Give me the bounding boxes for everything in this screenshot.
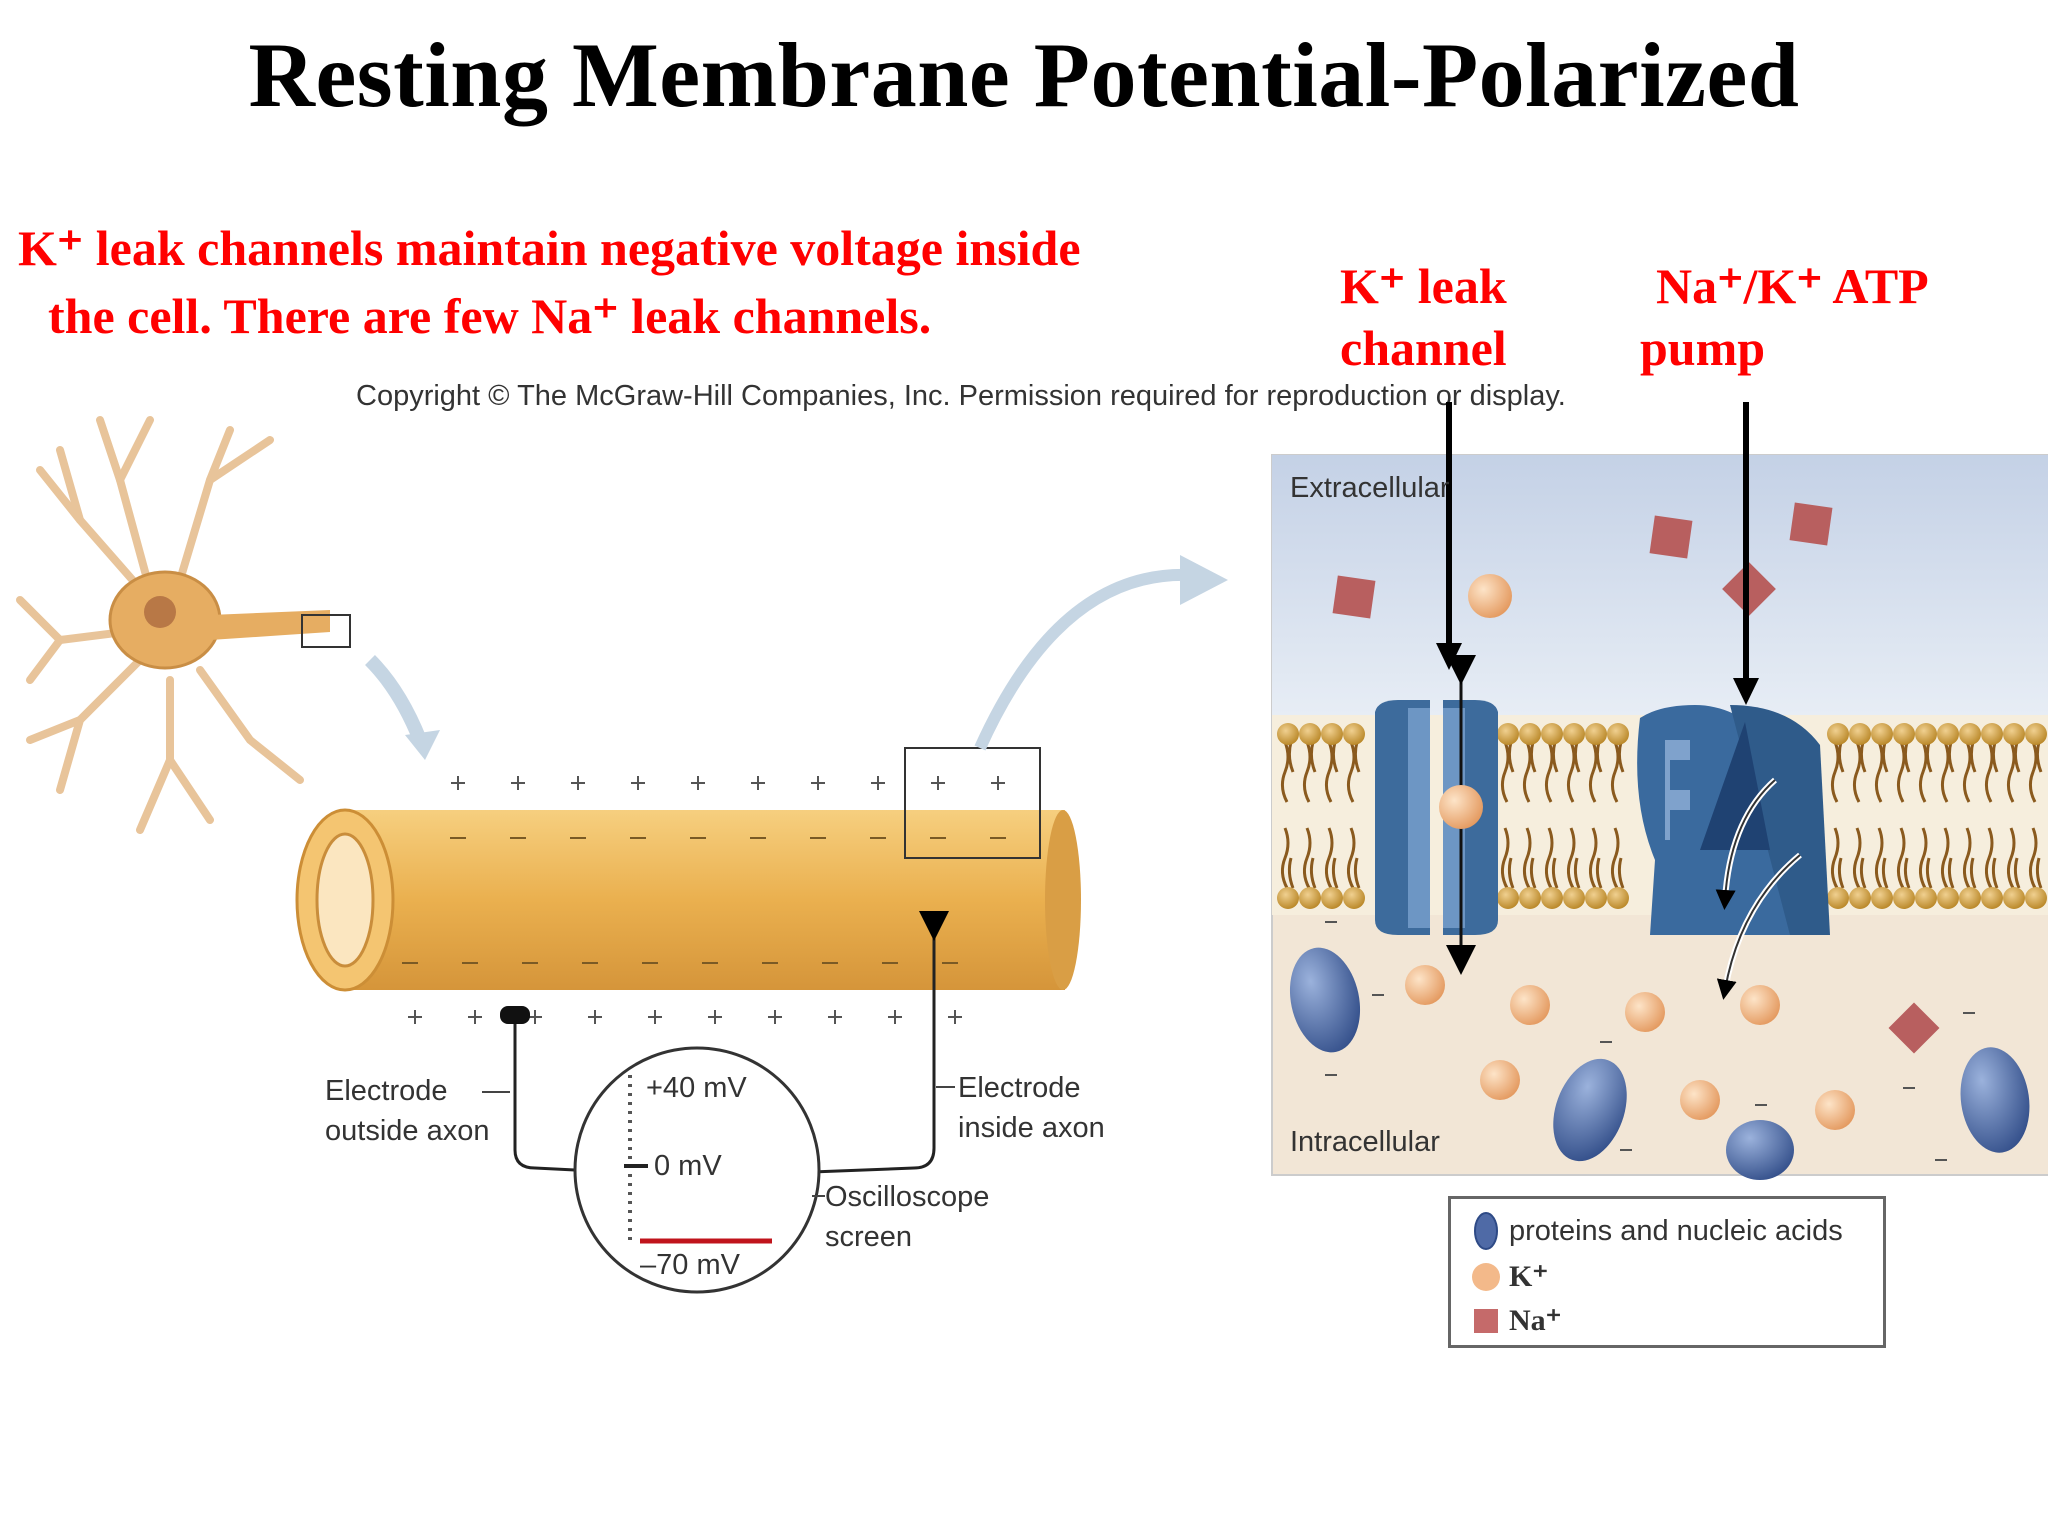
phospholipid	[1277, 723, 1299, 909]
pump-label: Na⁺/K⁺ ATP pump	[1640, 255, 1929, 379]
zoom-arrow-1	[364, 655, 427, 743]
axon-segment	[295, 555, 1228, 992]
oscilloscope-label: Oscilloscope screen	[825, 1177, 989, 1257]
positive-charge	[708, 1010, 722, 1024]
outside-electrode-tip	[500, 1006, 530, 1024]
intro-line-2: the cell. There are few Na⁺ leak channel…	[48, 288, 932, 344]
legend-proteins-text: proteins and nucleic acids	[1509, 1214, 1843, 1247]
copyright-notice: Copyright © The McGraw-Hill Companies, I…	[356, 380, 1566, 412]
electrode-outside-line-1: Electrode	[325, 1075, 448, 1107]
positive-charge	[648, 1010, 662, 1024]
oscilloscope-screen	[573, 1046, 821, 1294]
phospholipid	[1937, 723, 1959, 909]
positive-charge	[828, 1010, 842, 1024]
intracellular-label: Intracellular	[1290, 1126, 1440, 1158]
top-positive-charges	[451, 776, 1005, 790]
pump-label-line-1: Na⁺/K⁺ ATP	[1656, 258, 1929, 314]
positive-charge	[811, 776, 825, 790]
positive-charge	[511, 776, 525, 790]
page-title: Resting Membrane Potential-Polarized	[248, 24, 1800, 126]
zoom-arrow-2	[974, 568, 1191, 751]
na-k-atp-pump	[1637, 705, 1830, 1000]
legend-na-text: Na⁺	[1509, 1304, 1562, 1337]
legend-proteins: proteins and nucleic acids	[1471, 1211, 1843, 1251]
k-ion-swatch	[1472, 1262, 1500, 1291]
neuron-illustration	[16, 416, 440, 834]
phospholipid	[1343, 723, 1365, 909]
phospholipid	[1849, 723, 1871, 909]
intracellular-contents	[1289, 921, 2030, 1180]
lipid-bilayer	[1277, 723, 2047, 909]
electrode-inside-line-2: inside axon	[958, 1112, 1105, 1144]
legend-k-text: K⁺	[1509, 1260, 1549, 1293]
positive-charge	[931, 776, 945, 790]
electrode-inside-label: Electrode inside axon	[958, 1068, 1105, 1148]
positive-charge	[451, 776, 465, 790]
phospholipid	[1981, 723, 2003, 909]
extracellular-label: Extracellular	[1290, 472, 1450, 504]
positive-charge	[768, 1010, 782, 1024]
legend: proteins and nucleic acids K⁺ Na⁺	[1448, 1196, 1886, 1348]
electrode-inside-line-1: Electrode	[958, 1072, 1081, 1104]
k-ion-in-channel	[1439, 785, 1483, 829]
phospholipid	[1915, 723, 1937, 909]
zero-mv-label: 0 mV	[654, 1150, 722, 1182]
axon-zoom-box	[904, 747, 1041, 859]
plus-40-mv-label: +40 mV	[646, 1072, 747, 1104]
protein-swatch	[1474, 1212, 1498, 1250]
legend-k: K⁺	[1471, 1259, 1548, 1294]
phospholipid	[1497, 723, 1519, 909]
phospholipid	[1871, 723, 1893, 909]
phospholipid	[1959, 723, 1981, 909]
oscilloscope-line-1: Oscilloscope	[825, 1181, 990, 1213]
positive-charge	[888, 1010, 902, 1024]
electrode-setup	[482, 911, 955, 1294]
k-leak-label-line-1: K⁺ leak	[1340, 258, 1507, 314]
pump-label-line-2: pump	[1640, 320, 1766, 376]
phospholipid	[1585, 723, 1607, 909]
positive-charge	[751, 776, 765, 790]
k-leak-channel	[1375, 655, 1498, 975]
positive-charge	[528, 1010, 542, 1024]
phospholipid	[1519, 723, 1541, 909]
bottom-positive-charges	[408, 1010, 962, 1024]
oscilloscope-line-2: screen	[825, 1221, 913, 1253]
phospholipid	[1893, 723, 1915, 909]
phospholipid	[1827, 723, 1849, 909]
na-ion-swatch	[1474, 1308, 1498, 1333]
legend-na: Na⁺	[1471, 1303, 1562, 1338]
electrode-outside-line-2: outside axon	[325, 1115, 490, 1147]
phospholipid	[2025, 723, 2047, 909]
membrane-panel	[1271, 454, 2048, 1180]
positive-charge	[588, 1010, 602, 1024]
positive-charge	[871, 776, 885, 790]
phospholipid	[1607, 723, 1629, 909]
neuron-zoom-box	[301, 614, 351, 648]
intro-text: K⁺ leak channels maintain negative volta…	[18, 214, 1278, 350]
positive-charge	[408, 1010, 422, 1024]
phospholipid	[2003, 723, 2025, 909]
phospholipid	[1541, 723, 1563, 909]
k-leak-label-line-2: channel	[1340, 320, 1507, 376]
positive-charge	[691, 776, 705, 790]
positive-charge	[631, 776, 645, 790]
positive-charge	[571, 776, 585, 790]
minus-70-mv-label: –70 mV	[640, 1249, 740, 1281]
k-leak-channel-label: K⁺ leak channel	[1340, 255, 1507, 379]
phospholipid	[1563, 723, 1585, 909]
positive-charge	[991, 776, 1005, 790]
phospholipid	[1321, 723, 1343, 909]
phospholipid	[1299, 723, 1321, 909]
electrode-outside-label: Electrode outside axon	[325, 1071, 489, 1151]
positive-charge	[468, 1010, 482, 1024]
positive-charge	[948, 1010, 962, 1024]
intro-line-1: K⁺ leak channels maintain negative volta…	[18, 220, 1081, 276]
